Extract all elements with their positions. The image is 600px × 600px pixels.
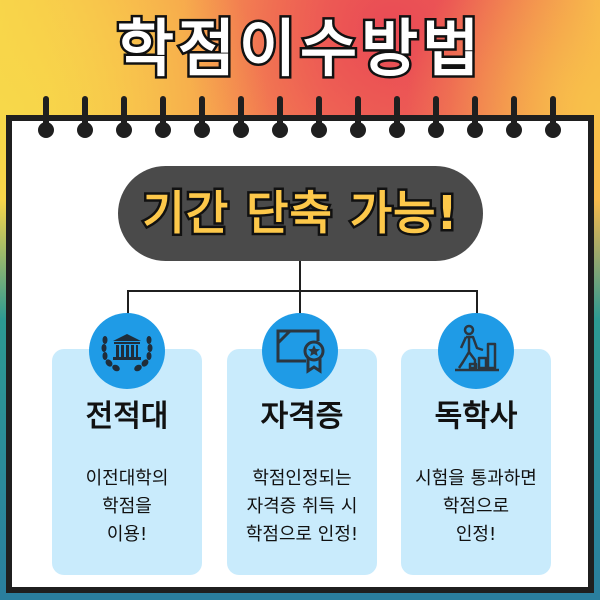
card-line: 시험을 통과하면 [415,468,537,489]
person-climbing-steps-icon [438,313,514,389]
binder-ring-icon [506,96,522,138]
connector-center [299,290,301,314]
binder-ring-icon [194,96,210,138]
binder-ring-icon [272,96,288,138]
binder-ring-icon [311,96,327,138]
card-heading: 자격증 [260,399,344,434]
card-line: 이전대학의 [85,468,169,489]
binder-ring-icon [155,96,171,138]
card-line: 인정! [455,524,497,545]
card-line: 학점으로 인정! [245,524,359,545]
card-line: 자격증 취득 시 [246,496,358,517]
card-heading: 독학사 [434,399,518,434]
binder-ring-icon [428,96,444,138]
certificate-icon [262,313,338,389]
connector-horizontal [127,290,477,292]
connector-left [127,290,129,314]
card-line: 학점으로 [442,496,510,517]
headline-banner: 기간 단축 가능! [118,166,483,261]
card-line: 이용! [106,524,148,545]
connector-right [476,290,478,314]
card-description: 학점인정되는 자격증 취득 시 학점으로 인정! [227,465,377,549]
university-laurel-icon [89,313,165,389]
binder-ring-icon [467,96,483,138]
card-heading: 전적대 [85,399,169,434]
binder-ring-icon [350,96,366,138]
binder-ring-icon [389,96,405,138]
card-description: 이전대학의 학점을 이용! [52,465,202,549]
card-description: 시험을 통과하면 학점으로 인정! [401,465,551,549]
binder-ring-icon [116,96,132,138]
binder-ring-icon [38,96,54,138]
binder-ring-icon [77,96,93,138]
binder-ring-icon [545,96,561,138]
card-line: 학점을 [102,496,152,517]
connector-vertical-main [299,261,301,291]
page-title: 학점이수방법 [114,10,484,88]
binder-ring-icon [233,96,249,138]
card-line: 학점인정되는 [252,468,352,489]
